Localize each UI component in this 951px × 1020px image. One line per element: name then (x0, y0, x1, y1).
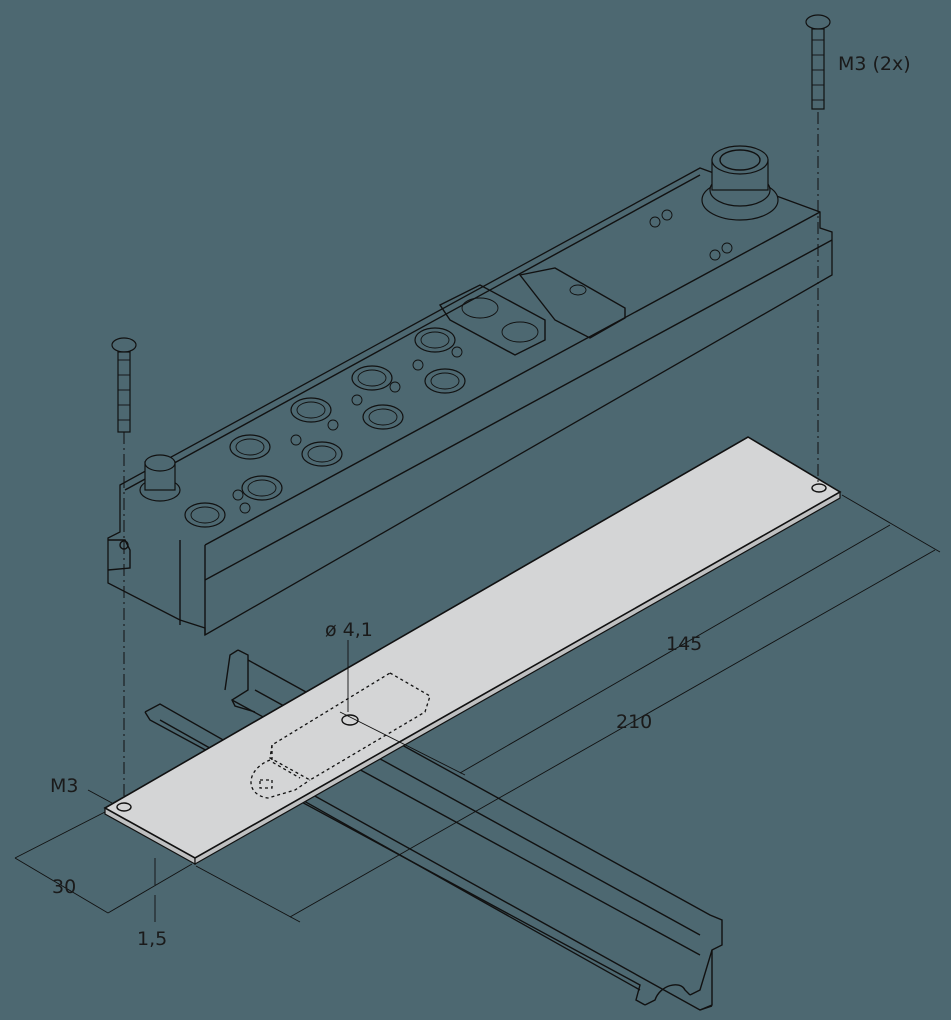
plate-hole-right (811, 483, 827, 493)
port-6 (362, 404, 404, 430)
port-5 (290, 397, 332, 423)
port-3 (229, 434, 271, 460)
label-dim-210: 210 (616, 711, 652, 733)
port-8 (424, 368, 466, 394)
plate-hole-left (116, 802, 132, 812)
screw-right (805, 14, 831, 110)
port-2 (241, 475, 283, 501)
port-4 (301, 441, 343, 467)
label-screw-callout: M3 (2x) (838, 53, 911, 75)
mounting-plate (103, 436, 842, 866)
port-7 (351, 365, 393, 391)
dimension-lines (14, 494, 941, 923)
m8-ports (184, 327, 466, 528)
port-1 (184, 502, 226, 528)
label-dim-145: 145 (666, 633, 702, 655)
label-center-hole: ø 4,1 (325, 619, 373, 641)
label-dim-thickness: 1,5 (137, 928, 167, 950)
m8-connector-left (139, 454, 181, 502)
label-dim-width: 30 (52, 876, 76, 898)
m12-connector (701, 145, 779, 221)
label-hole-left: M3 (50, 775, 78, 797)
screw-left (111, 337, 137, 433)
port-9 (414, 327, 456, 353)
plate-hole-center (341, 714, 359, 726)
junction-box (107, 145, 833, 637)
